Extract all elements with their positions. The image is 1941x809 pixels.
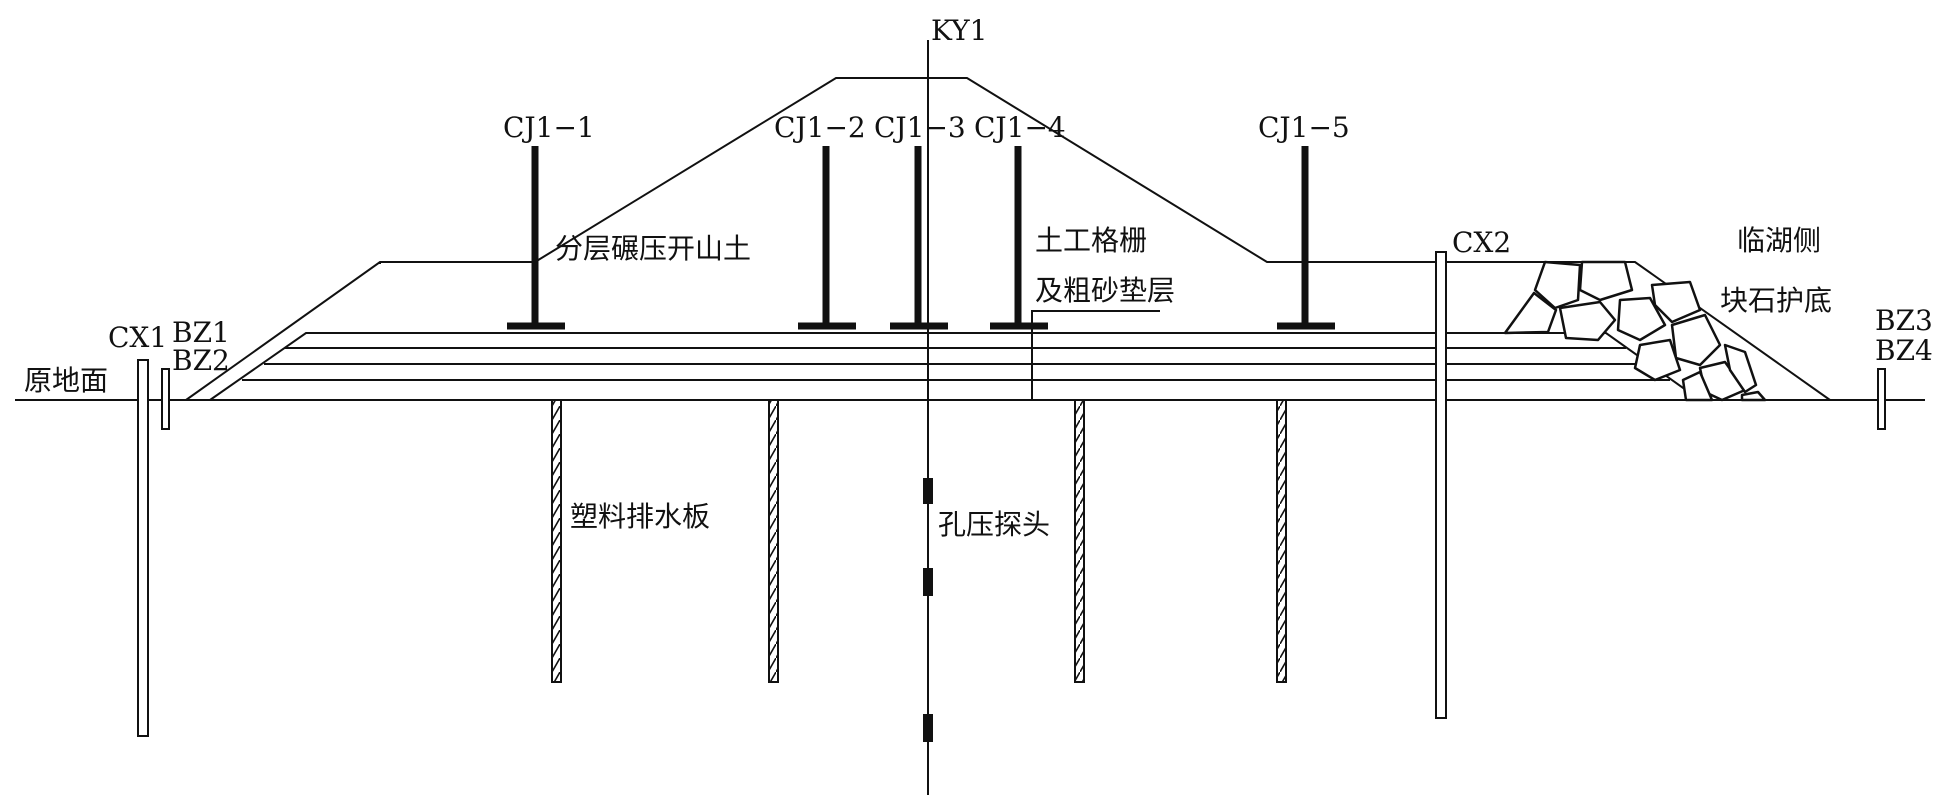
cushion-layers xyxy=(209,332,1701,401)
settlement-plate-cj1-4 xyxy=(990,146,1048,330)
label-drain-board: 塑料排水板 xyxy=(570,500,710,533)
label-geogrid-2: 及粗砂垫层 xyxy=(1035,274,1175,307)
label-bz3: BZ3 xyxy=(1875,304,1933,337)
label-cx1: CX1 xyxy=(108,321,167,354)
surface-marker-bz1-bz2 xyxy=(161,368,170,430)
cushion-layer-1 xyxy=(209,332,1701,401)
label-cj1-1: CJ1−1 xyxy=(503,111,595,144)
embankment-outline xyxy=(185,77,1831,401)
label-bz2: BZ2 xyxy=(172,344,230,377)
settlement-plate-cj1-1 xyxy=(507,146,565,330)
drain-board xyxy=(768,399,779,683)
piezometer-probe xyxy=(923,478,933,504)
drain-boards xyxy=(551,399,1287,683)
piezometer-probes xyxy=(923,478,933,742)
settlement-plate-cj1-5 xyxy=(1277,146,1335,330)
label-cj1-4: CJ1−4 xyxy=(974,111,1066,144)
inclinometer-cx1 xyxy=(137,359,149,737)
piezometer-probe xyxy=(923,714,933,742)
label-bz4: BZ4 xyxy=(1875,334,1933,367)
piezometer-probe xyxy=(923,568,933,596)
label-riprap: 块石护底 xyxy=(1720,284,1832,317)
label-piezometer: 孔压探头 xyxy=(938,508,1050,541)
drain-board xyxy=(551,399,562,683)
label-cx2: CX2 xyxy=(1452,226,1511,259)
inclinometer-cx2 xyxy=(1435,251,1447,719)
label-bz1: BZ1 xyxy=(172,316,230,349)
label-cj1-2: CJ1−2 xyxy=(774,111,866,144)
settlement-plates xyxy=(507,146,1335,330)
riprap-stones xyxy=(1503,260,1767,402)
settlement-plate-cj1-2 xyxy=(798,146,856,330)
label-geogrid-1: 土工格栅 xyxy=(1035,224,1147,257)
label-cj1-5: CJ1−5 xyxy=(1258,111,1350,144)
label-fill: 分层碾压开山土 xyxy=(555,232,751,265)
label-ky1: KY1 xyxy=(931,14,987,47)
label-cj1-3: CJ1−3 xyxy=(874,111,966,144)
label-lake-side: 临湖侧 xyxy=(1737,224,1821,257)
label-ground: 原地面 xyxy=(24,364,108,397)
surface-marker-bz3-bz4 xyxy=(1877,368,1886,430)
drain-board xyxy=(1276,399,1287,683)
settlement-plate-cj1-3 xyxy=(890,146,948,330)
drain-board xyxy=(1074,399,1085,683)
